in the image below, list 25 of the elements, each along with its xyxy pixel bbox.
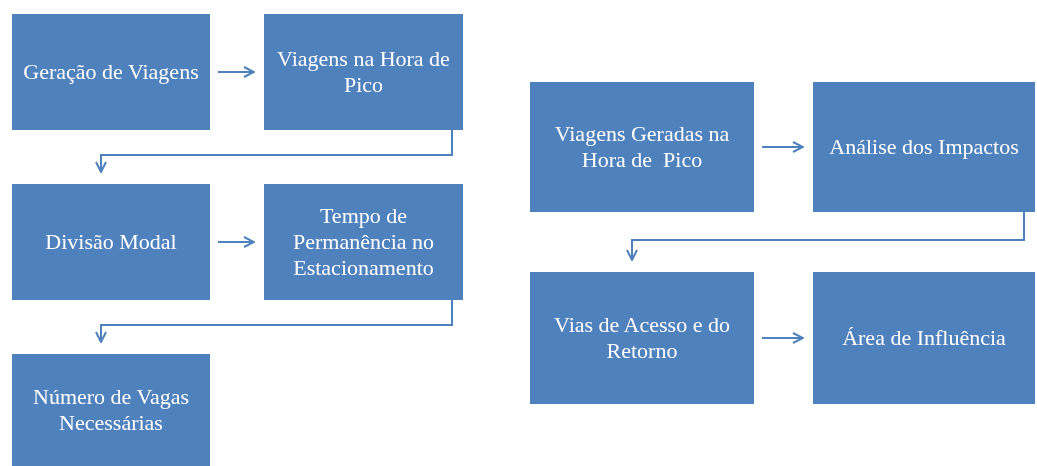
box-label: Viagens na Hora de Pico	[276, 46, 451, 98]
process-box	[530, 82, 754, 212]
box-label: Geração de Viagens	[23, 59, 199, 85]
arrow	[761, 332, 804, 344]
process-box	[530, 272, 754, 404]
process-box	[813, 272, 1035, 404]
arrow	[761, 141, 804, 153]
process-box	[813, 82, 1035, 212]
arrow	[626, 211, 1025, 261]
box-label: Vias de Acesso e do Retorno	[553, 312, 731, 364]
process-box	[12, 14, 210, 130]
box-label: Divisão Modal	[45, 229, 177, 255]
box-label: Área de Influência	[842, 325, 1006, 351]
process-box	[12, 184, 210, 300]
arrow	[217, 236, 255, 248]
arrow	[95, 299, 453, 343]
process-box	[264, 14, 463, 130]
box-label: Número de Vagas Necessárias	[32, 384, 190, 436]
box-label: Tempo de Permanência no Estacionamento	[291, 203, 436, 281]
box-label: Viagens Geradas na Hora de Pico	[553, 121, 731, 173]
box-label: Análise dos Impactos	[829, 134, 1019, 160]
process-box	[264, 184, 463, 300]
process-box	[12, 354, 210, 466]
arrow	[95, 129, 453, 173]
arrow	[217, 66, 255, 78]
